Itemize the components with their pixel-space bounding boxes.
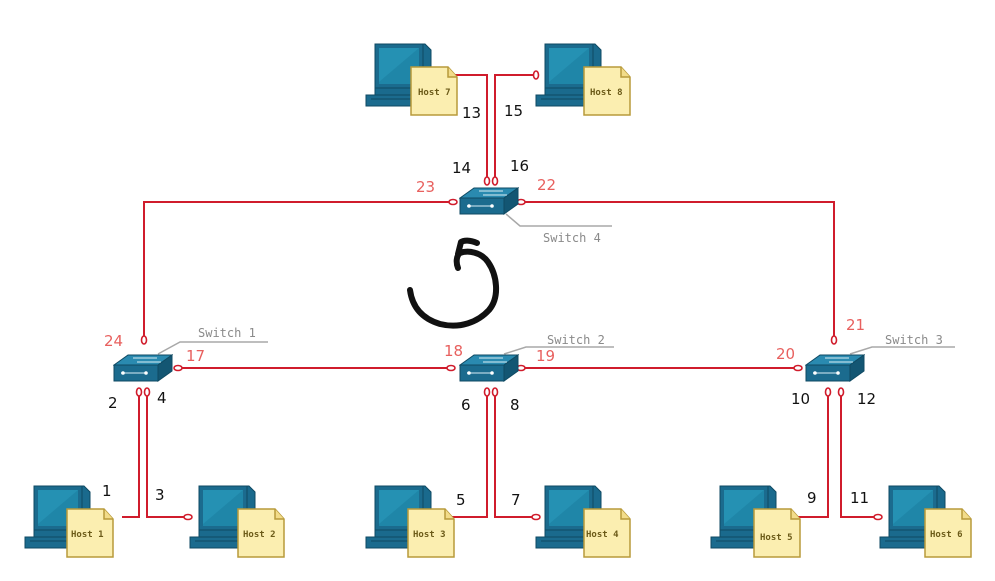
port-marker xyxy=(135,387,143,397)
port-label-1: 1 xyxy=(102,482,112,500)
host-label: Host 5 xyxy=(760,533,793,543)
switch-4[interactable]: Switch 4 xyxy=(459,187,612,245)
port-marker xyxy=(793,364,803,372)
port-marker xyxy=(491,387,499,397)
host-5[interactable]: Host 5 xyxy=(710,485,801,558)
switch-3[interactable]: Switch 3 xyxy=(805,333,955,382)
switch-label: Switch 4 xyxy=(543,231,601,245)
switch-label: Switch 2 xyxy=(547,333,605,347)
port-label-9: 9 xyxy=(807,489,817,507)
port-label-18: 18 xyxy=(444,342,463,360)
switch-icon xyxy=(113,354,173,382)
host-4[interactable]: Host 4 xyxy=(535,485,631,558)
port-label-14: 14 xyxy=(452,159,471,177)
port-marker xyxy=(140,335,148,345)
link-switch2-host3 xyxy=(452,392,488,518)
link-switch1-host1 xyxy=(122,392,140,518)
link-switch1-host2 xyxy=(146,392,188,518)
link-switch4-switch3 xyxy=(520,201,835,340)
link-switch3-host5 xyxy=(798,392,829,518)
port-marker xyxy=(531,513,541,521)
host-6[interactable]: Host 6 xyxy=(879,485,972,558)
port-label-12: 12 xyxy=(857,390,876,408)
port-label-16: 16 xyxy=(510,157,529,175)
host-label: Host 3 xyxy=(413,530,446,540)
port-label-10: 10 xyxy=(791,390,810,408)
counterclockwise-loop-arrow-icon xyxy=(407,237,499,329)
port-marker xyxy=(873,513,883,521)
switch-label-leader xyxy=(503,346,614,355)
host-2[interactable]: Host 2 xyxy=(189,485,285,558)
port-label-7: 7 xyxy=(511,491,521,509)
host-3[interactable]: Host 3 xyxy=(365,485,455,558)
port-label-5: 5 xyxy=(456,491,466,509)
port-labels: 13 15 14 16 23 22 24 17 18 19 20 21 2 4 … xyxy=(102,102,876,509)
link-host7-switch4 xyxy=(451,74,488,182)
port-label-2: 2 xyxy=(108,394,118,412)
port-label-21: 21 xyxy=(846,316,865,334)
switch-icon xyxy=(459,354,519,382)
port-label-22: 22 xyxy=(537,176,556,194)
host-label: Host 6 xyxy=(930,530,963,540)
port-marker xyxy=(446,364,456,372)
host-label: Host 2 xyxy=(243,530,276,540)
port-marker xyxy=(183,513,193,521)
port-marker xyxy=(837,387,845,397)
port-label-4: 4 xyxy=(157,389,167,407)
link-host8-switch4 xyxy=(494,74,536,182)
port-label-11: 11 xyxy=(850,489,869,507)
links xyxy=(122,74,878,518)
switch-2[interactable]: Switch 2 xyxy=(459,333,614,382)
port-label-8: 8 xyxy=(510,396,520,414)
port-marker xyxy=(532,70,540,80)
switch-label: Switch 3 xyxy=(885,333,943,347)
port-label-23: 23 xyxy=(416,178,435,196)
port-label-17: 17 xyxy=(186,347,205,365)
host-label: Host 8 xyxy=(590,88,623,98)
port-label-13: 13 xyxy=(462,104,481,122)
host-label: Host 7 xyxy=(418,88,451,98)
port-label-15: 15 xyxy=(504,102,523,120)
switch-icon xyxy=(805,354,865,382)
host-label: Host 4 xyxy=(586,530,619,540)
host-label: Host 1 xyxy=(71,530,104,540)
port-marker xyxy=(824,387,832,397)
switch-label: Switch 1 xyxy=(198,326,256,340)
switch-1[interactable]: Switch 1 xyxy=(113,326,268,382)
link-switch3-host6 xyxy=(840,392,878,518)
switch-label-leader xyxy=(157,341,268,355)
port-marker xyxy=(483,176,491,186)
port-label-19: 19 xyxy=(536,347,555,365)
port-marker xyxy=(143,387,151,397)
switch-icon xyxy=(459,187,519,215)
port-marker xyxy=(830,335,838,345)
host-7[interactable]: Host 7 xyxy=(365,43,458,116)
host-1[interactable]: Host 1 xyxy=(24,485,114,558)
port-label-24: 24 xyxy=(104,332,123,350)
switch-label-leader xyxy=(849,346,955,355)
port-marker xyxy=(483,387,491,397)
port-marker xyxy=(491,176,499,186)
port-markers xyxy=(135,70,883,521)
switch-label-leader xyxy=(505,213,612,227)
link-switch1-switch4 xyxy=(143,201,453,340)
port-marker xyxy=(173,364,183,372)
port-label-3: 3 xyxy=(155,486,165,504)
port-label-6: 6 xyxy=(461,396,471,414)
port-marker xyxy=(448,198,458,206)
host-8[interactable]: Host 8 xyxy=(535,43,631,116)
port-label-20: 20 xyxy=(776,345,795,363)
link-switch2-host4 xyxy=(494,392,536,518)
